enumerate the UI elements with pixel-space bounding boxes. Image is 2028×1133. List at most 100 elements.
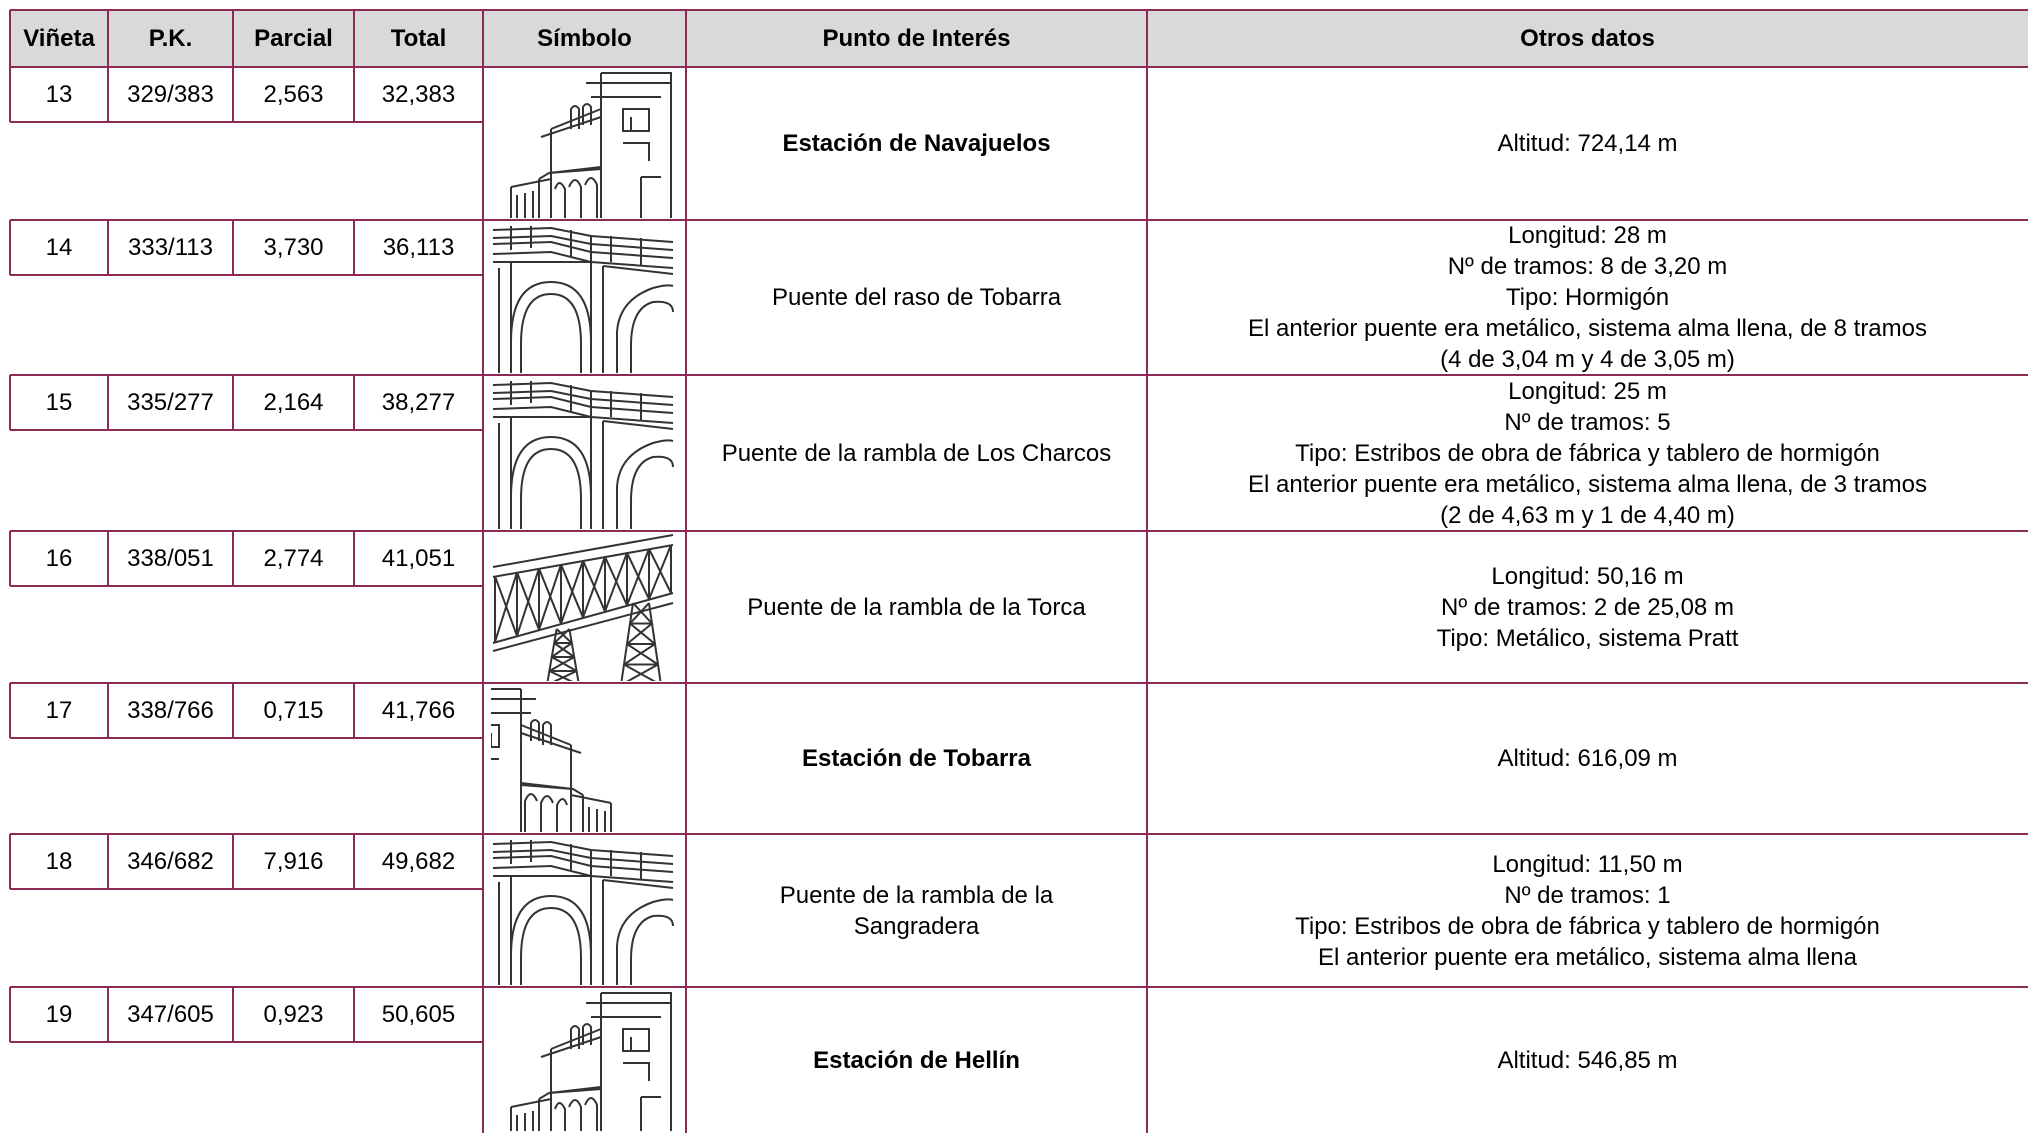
cell-total: 41,051: [381, 545, 456, 572]
grid-line: [9, 987, 11, 1042]
cell-otros-datos: Longitud: 50,16 m Nº de tramos: 2 de 25,0…: [1147, 531, 2028, 683]
cell-otros-datos-line: Tipo: Estribos de obra de fábrica y tabl…: [1295, 439, 1880, 467]
header-simbolo: Símbolo: [537, 25, 632, 52]
cell-pk: 338/766: [127, 697, 214, 724]
cell-otros-datos-line: Longitud: 50,16 m: [1491, 562, 1684, 590]
grid-line: [9, 834, 11, 889]
cell-pk: 329/383: [127, 81, 214, 108]
cell-parcial: 2,563: [263, 81, 324, 108]
cell-vineta: 18: [45, 848, 73, 875]
cell-otros-datos-lines: Altitud: 616,09 m: [1497, 743, 1677, 774]
cell-parcial: 3,730: [263, 234, 324, 261]
grid-line: [107, 987, 109, 1042]
grid-line: [9, 375, 11, 430]
cell-punto-interes: Puente de la rambla de Los Charcos: [721, 439, 1112, 467]
cell-total: 38,277: [381, 389, 456, 416]
station-icon-mirrored: [491, 685, 677, 832]
cell-vineta: 13: [45, 81, 73, 108]
cell-punto-interes: Estación de Tobarra: [802, 745, 1031, 772]
cell-otros-datos-line: Nº de tramos: 2 de 25,08 m: [1441, 593, 1734, 621]
row-separator: [10, 986, 2028, 988]
cell-otros-datos-line: Nº de tramos: 8 de 3,20 m: [1447, 253, 1728, 280]
truss-bridge-icon-drawing: [492, 534, 674, 681]
cell-total: 36,113: [382, 234, 455, 261]
cell-otros-datos-line: Tipo: Hormigón: [1505, 284, 1670, 311]
cell-parcial: 0,715: [263, 697, 324, 724]
cell-otros-datos-line: (2 de 4,63 m y 1 de 4,40 m): [1440, 501, 1735, 529]
cell-punto-interes: Puente de la rambla de la Torca: [747, 593, 1086, 621]
station-icon-mirrored-drawing: [491, 688, 612, 832]
grid-line: [232, 531, 234, 586]
cell-parcial: 0,923: [263, 1001, 324, 1028]
row-separator: [10, 219, 2028, 221]
grid-line: [353, 375, 355, 430]
subrow-separator: [10, 274, 483, 276]
cell-otros-datos-line: Longitud: 25 m: [1508, 377, 1667, 405]
cell-otros-datos-line: El anterior puente era metálico, sistema…: [1318, 943, 1857, 971]
cell-otros-datos-line: El anterior puente era metálico, sistema…: [1248, 315, 1927, 342]
header-bottom-line: [10, 66, 2028, 68]
grid-line: [232, 67, 234, 122]
row-separator: [10, 530, 2028, 532]
cell-total: 32,383: [381, 81, 456, 108]
cell-otros-datos-line: Tipo: Estribos de obra de fábrica y tabl…: [1295, 912, 1880, 940]
cell-pk: 347/605: [127, 1001, 214, 1028]
grid-line: [232, 987, 234, 1042]
column-divider-otros: [1146, 10, 1148, 1133]
arch-bridge-icon: [491, 377, 677, 529]
grid-line: [9, 683, 11, 738]
grid-line: [232, 834, 234, 889]
cell-otros-datos-line: Altitud: 546,85 m: [1497, 1046, 1678, 1074]
cell-parcial: 7,916: [263, 848, 324, 875]
cell-otros-datos-line: Altitud: 724,14 m: [1497, 130, 1678, 157]
cell-total: 41,766: [381, 697, 456, 724]
grid-line: [353, 834, 355, 889]
cell-parcial: 2,164: [263, 389, 324, 416]
header-pk: P.K.: [148, 25, 193, 52]
grid-line: [353, 67, 355, 122]
cell-otros-datos: Altitud: 724,14 m: [1147, 67, 2028, 220]
grid-line: [107, 834, 109, 889]
cell-total: 49,682: [381, 848, 456, 875]
grid-line: [107, 531, 109, 586]
header-otros-datos: Otros datos: [1520, 25, 1655, 52]
row-separator: [10, 682, 2028, 684]
grid-line: [9, 67, 11, 122]
cell-otros-datos-lines: Altitud: 546,85 m: [1497, 1045, 1677, 1076]
grid-line: [353, 987, 355, 1042]
subrow-separator: [10, 121, 483, 123]
grid-line: [353, 683, 355, 738]
truss-bridge-icon: [491, 533, 677, 681]
subrow-separator: [10, 737, 483, 739]
column-divider-punto: [685, 10, 687, 1133]
cell-otros-datos-line: Altitud: 616,09 m: [1497, 745, 1678, 772]
cell-pk: 335/277: [127, 389, 214, 416]
header-divider: [232, 10, 234, 67]
cell-pk: 333/113: [128, 234, 213, 261]
grid-line: [232, 375, 234, 430]
cell-punto-interes: Puente del raso de Tobarra: [771, 284, 1062, 311]
table-header: [10, 10, 2028, 67]
arch-bridge-icon-drawing: [492, 381, 674, 529]
grid-line: [107, 683, 109, 738]
cell-punto-interes-line: Puente de la rambla de la: [779, 881, 1054, 909]
cell-otros-datos: Altitud: 546,85 m: [1147, 987, 2028, 1133]
subrow-separator: [10, 1041, 483, 1043]
station-icon-drawing: [510, 992, 672, 1131]
cell-vineta: 14: [45, 234, 73, 261]
station-icon: [491, 69, 677, 218]
header-top-line: [10, 9, 2028, 11]
arch-bridge-icon-drawing: [492, 840, 674, 985]
cell-otros-datos-line: Longitud: 11,50 m: [1492, 850, 1683, 878]
row-separator: [10, 833, 2028, 835]
cell-otros-datos-lines: Altitud: 724,14 m: [1497, 128, 1677, 159]
cell-vineta: 15: [45, 389, 73, 416]
cell-total: 50,605: [381, 1001, 456, 1028]
